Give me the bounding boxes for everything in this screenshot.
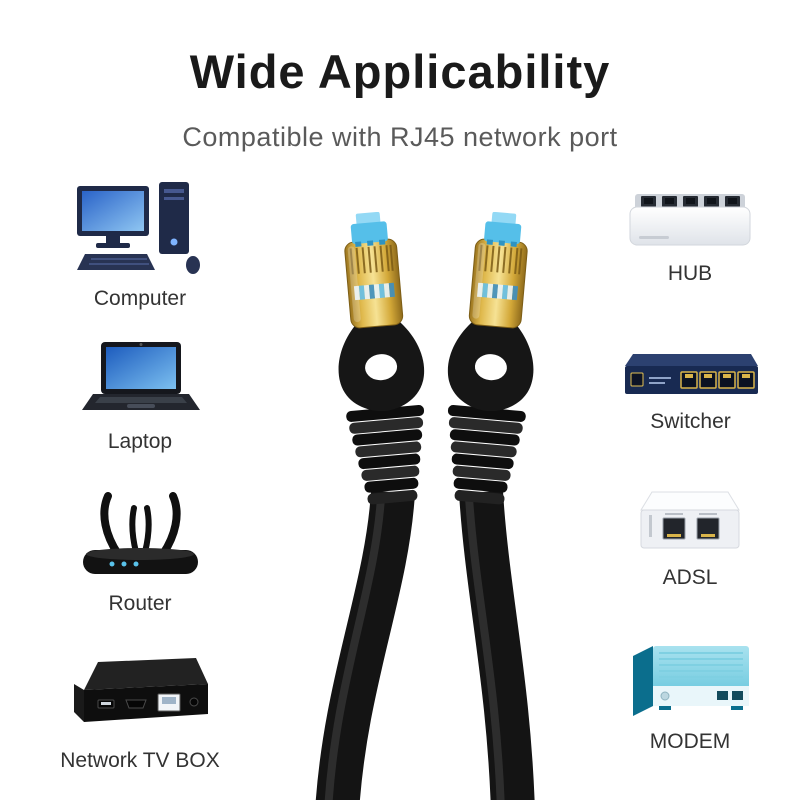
device-label-modem: MODEM <box>649 730 731 753</box>
device-label-router: Router <box>108 592 172 615</box>
device-item-router: Router <box>58 492 222 616</box>
router-icon <box>82 492 198 574</box>
device-label-adsl: ADSL <box>662 566 718 589</box>
device-item-modem: MODEM <box>615 640 765 754</box>
device-label-laptop: Laptop <box>107 430 173 453</box>
modem-icon <box>633 646 749 716</box>
page-subtitle: Compatible with RJ45 network port <box>182 122 618 152</box>
device-item-hub: HUB <box>610 192 770 286</box>
rj45-connector-left <box>338 212 425 505</box>
rj45-ethernet-cable-connectors-image <box>315 212 535 800</box>
device-label-network-tv-box: Network TV BOX <box>60 749 220 772</box>
device-item-network-tv-box: Network TV BOX <box>40 652 240 773</box>
device-item-computer: Computer <box>55 180 225 311</box>
page-title: Wide Applicability <box>189 45 611 98</box>
network-tv-box-icon <box>74 658 208 722</box>
device-label-computer: Computer <box>93 287 187 310</box>
desktop-computer-icon <box>77 182 200 274</box>
hub-icon <box>629 194 751 246</box>
laptop-icon <box>82 342 200 410</box>
network-switch-icon <box>625 354 758 394</box>
device-item-switcher: Switcher <box>613 346 768 434</box>
device-item-adsl: ADSL <box>625 488 755 590</box>
adsl-modem-icon <box>640 491 740 549</box>
rj45-connector-right <box>447 212 534 505</box>
device-label-switcher: Switcher <box>650 410 731 433</box>
device-item-laptop: Laptop <box>60 340 220 454</box>
device-label-hub: HUB <box>667 262 713 285</box>
